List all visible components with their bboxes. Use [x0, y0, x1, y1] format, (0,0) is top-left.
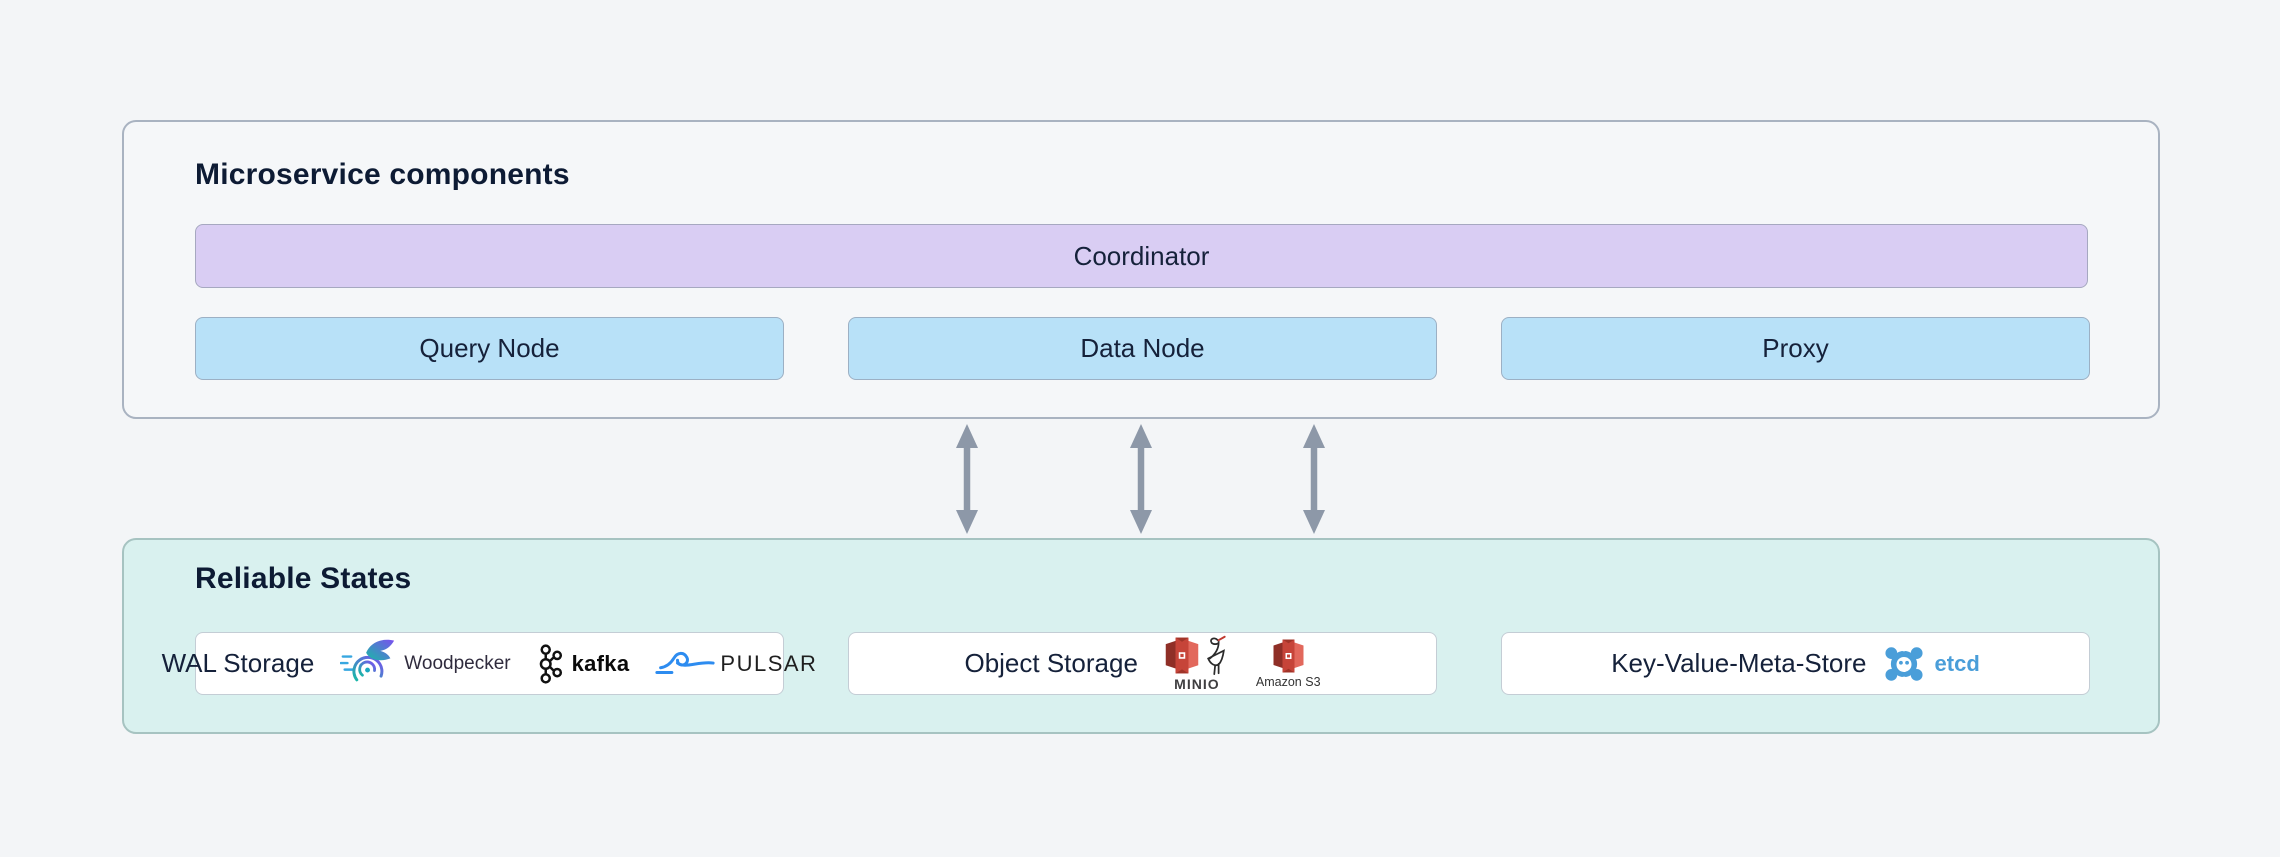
microservices-title: Microservice components — [195, 158, 570, 191]
amazon-s3-label: Amazon S3 — [1255, 675, 1321, 689]
coordinator-label: Coordinator — [1073, 240, 1210, 271]
kafka-icon — [539, 643, 562, 684]
minio-label: MINIO — [1174, 676, 1220, 692]
minio-flamingo-icon — [1206, 635, 1226, 675]
wal-storage-label: WAL Storage — [161, 648, 315, 678]
woodpecker-icon — [340, 639, 395, 681]
amazon-s3-logo: Amazon S3 — [1256, 638, 1321, 689]
proxy-label: Proxy — [1762, 333, 1829, 363]
microservice-components-panel: Microservice components Coordinator Quer… — [122, 120, 2160, 419]
kv-meta-store-card: Key-Value-Meta-Store etcd — [1501, 632, 2090, 695]
pulsar-icon — [655, 651, 716, 674]
etcd-logo: etcd — [1883, 644, 1980, 683]
object-storage-label: Object Storage — [964, 648, 1138, 678]
wal-storage-card: WAL Storage Woodpecker — [162, 632, 816, 695]
etcd-label: etcd — [1934, 650, 1980, 676]
coordinator-bar: Coordinator — [195, 224, 2088, 288]
bidirectional-arrow-icon — [1303, 424, 1325, 534]
query-node-bar: Query Node — [195, 317, 784, 380]
minio-bucket-icon — [1165, 637, 1199, 674]
etcd-icon — [1884, 644, 1923, 683]
bidirectional-arrow-icon — [956, 424, 978, 534]
pulsar-label: PULSAR — [720, 650, 818, 676]
proxy-bar: Proxy — [1501, 317, 2090, 380]
object-storage-card: Object Storage — [848, 632, 1437, 695]
kv-meta-store-label: Key-Value-Meta-Store — [1611, 648, 1867, 678]
reliable-states-title: Reliable States — [195, 562, 412, 595]
pulsar-logo: PULSAR — [655, 649, 817, 679]
woodpecker-label: Woodpecker — [404, 652, 511, 674]
kafka-label: kafka — [571, 650, 630, 676]
query-node-label: Query Node — [419, 333, 560, 363]
reliable-states-panel: Reliable States WAL Storage Woo — [122, 538, 2160, 734]
data-node-bar: Data Node — [848, 317, 1437, 380]
woodpecker-logo: Woodpecker — [340, 638, 511, 690]
bidirectional-arrow-icon — [1130, 424, 1152, 534]
data-node-label: Data Node — [1080, 333, 1205, 363]
kafka-logo: kafka — [537, 643, 630, 685]
amazon-s3-bucket-icon — [1273, 639, 1304, 673]
minio-logo: MINIO — [1164, 635, 1230, 692]
